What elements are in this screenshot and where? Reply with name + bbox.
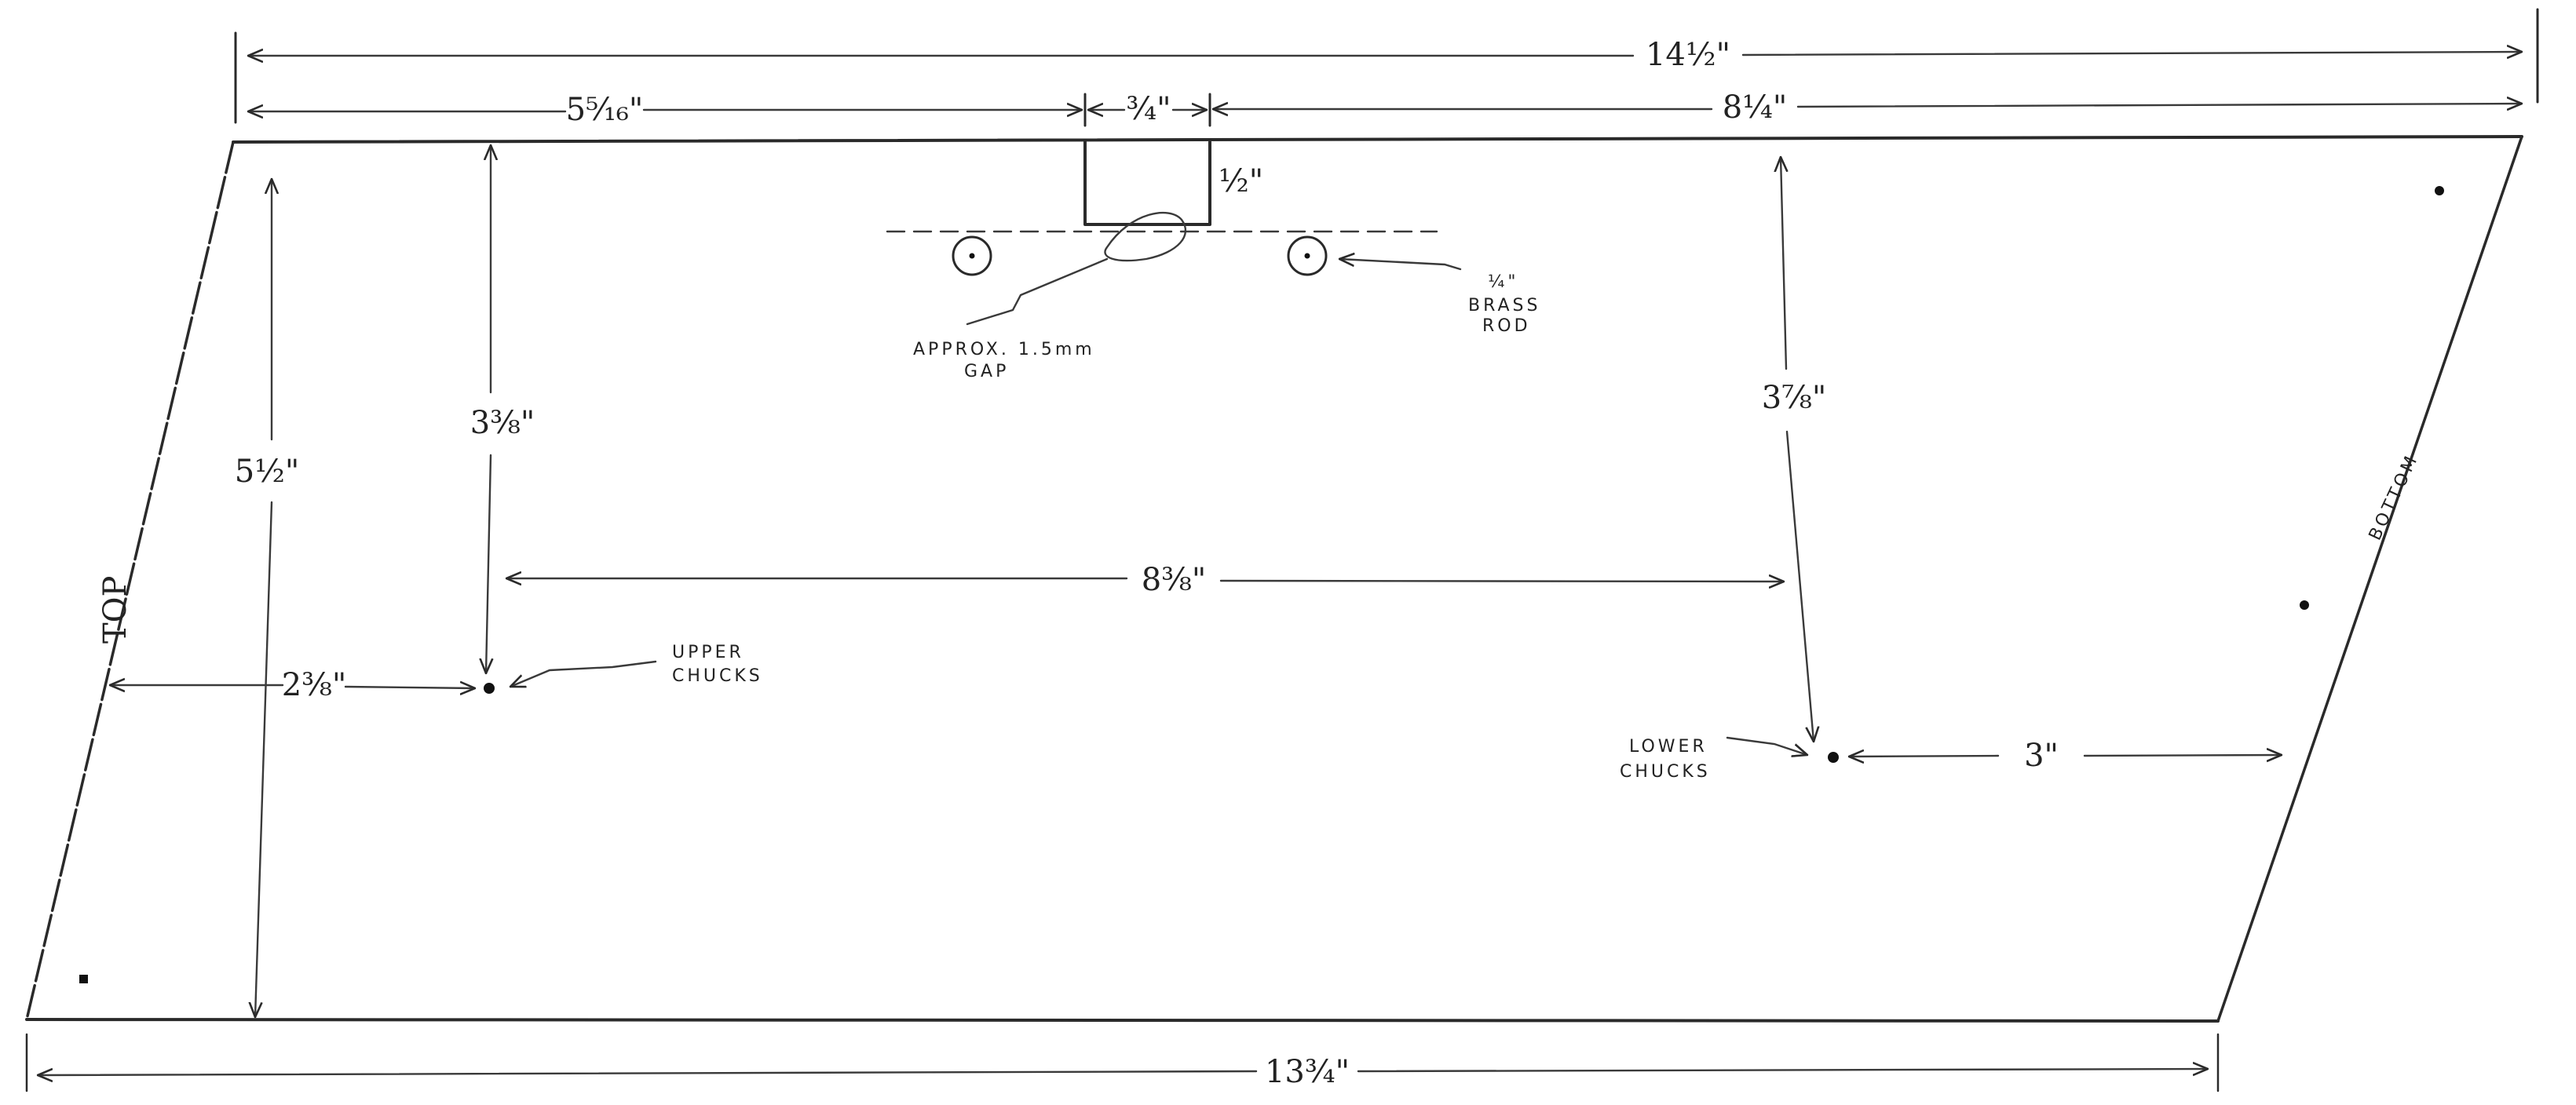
note-gap-line2: GAP [964, 362, 1009, 381]
dim-line-lower-inset [2083, 755, 2283, 756]
dim-line-chuck-spacing [1219, 581, 1785, 582]
dim-overall-bottom-width: 13¾" [1265, 1054, 1350, 1090]
note-rod-line3: ROD [1482, 316, 1531, 336]
dim-line-top-right [1796, 104, 2523, 107]
dim-overall-top-width: 14½" [1646, 37, 1730, 73]
note-lower-line1: LOWER [1629, 737, 1708, 757]
dim-top-left-segment: 5⁵⁄₁₆" [566, 92, 644, 128]
note-upper-line2: CHUCKS [672, 666, 763, 686]
brass-rod-right [1287, 235, 1328, 276]
registration-dot [2435, 186, 2444, 195]
note-lower-line2: CHUCKS [1620, 762, 1711, 782]
note-rod-size: ¼" [1488, 272, 1518, 292]
plate-right-edge [2216, 135, 2523, 1023]
leader-lower-chucks [1726, 736, 1807, 755]
dim-lower-chuck-depth: 3⅞" [1762, 380, 1827, 416]
brass-rod-left [952, 235, 992, 276]
dim-line-lower-depth [1781, 157, 1786, 370]
leader-upper-chucks [510, 660, 657, 687]
label-top-side: TOP [97, 576, 133, 644]
dim-slot-width: ¾" [1126, 91, 1171, 127]
upper-chuck-hole [484, 683, 495, 694]
dim-upper-chuck-inset: 2⅜" [282, 667, 347, 703]
dim-line-upper-inset [344, 687, 477, 688]
dim-line-overall-bottom [1357, 1069, 2209, 1071]
gap-loop [1104, 211, 1187, 262]
dim-lower-chuck-inset: 3" [2024, 738, 2059, 774]
dim-upper-chuck-depth: 3⅜" [470, 405, 535, 441]
dim-line-lower-depth [1785, 430, 1814, 742]
leader-gap [966, 257, 1109, 326]
dim-line-overall-bottom [36, 1071, 1258, 1075]
registration-dot [79, 975, 88, 983]
plate-top-edge [232, 135, 2523, 144]
dim-line-lower-inset [1847, 756, 2000, 757]
registration-dot [2300, 600, 2309, 610]
slot-cutout [1083, 140, 1211, 262]
plate-outline [25, 135, 2523, 1023]
note-gap-line1: APPROX. 1.5mm [913, 340, 1095, 359]
note-upper-line1: UPPER [672, 643, 744, 662]
label-bottom-side: BOTTOM [2366, 450, 2423, 543]
dim-line-upper-depth [486, 454, 491, 673]
plate-left-edge [25, 140, 235, 1021]
note-rod-line2: BRASS [1468, 296, 1540, 315]
lower-chuck-hole [1828, 752, 1839, 763]
leader-brass-rod [1339, 259, 1462, 271]
dim-chuck-spacing: 8⅜" [1142, 562, 1207, 598]
dim-line-overall-height [255, 501, 273, 1017]
dim-top-right-segment: 8¼" [1723, 89, 1788, 126]
dim-line-overall-top [1741, 52, 2523, 55]
dim-slot-depth: ½" [1219, 163, 1263, 199]
dim-overall-height: 5½" [235, 454, 300, 490]
plate-bottom-edge [25, 1018, 2220, 1023]
